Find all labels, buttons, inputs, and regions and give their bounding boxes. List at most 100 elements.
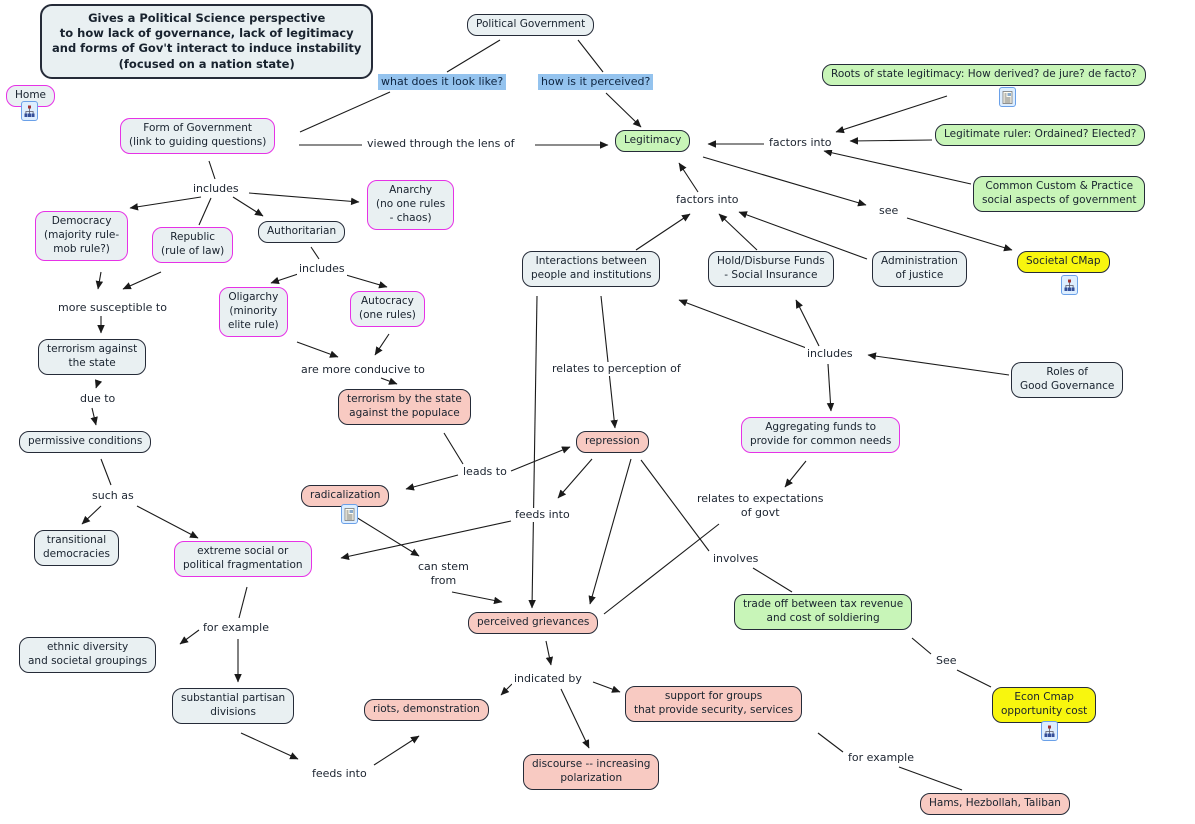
edge <box>956 669 992 688</box>
node-interactions[interactable]: Interactions between people and institut… <box>522 251 661 287</box>
node-hold-disburse-funds[interactable]: Hold/Disburse Funds - Social Insurance <box>708 251 834 287</box>
link-label-includes-authoritarian: includes <box>297 262 347 276</box>
node-ethnic-diversity[interactable]: ethnic diversity and societal groupings <box>19 637 157 673</box>
edge <box>784 460 807 488</box>
cmap-link-icon[interactable] <box>1061 275 1078 295</box>
link-label-feeds-into-mid: feeds into <box>513 508 572 522</box>
cmap-glyph <box>24 105 35 117</box>
link-label-see-societal: see <box>877 204 901 218</box>
link-label-more-susceptible: more susceptible to <box>56 301 169 315</box>
node-trade-off[interactable]: trade off between tax revenue and cost o… <box>734 594 913 630</box>
node-econ-cmap[interactable]: Econ Cmap opportunity cost <box>992 687 1097 723</box>
edge <box>122 271 162 290</box>
node-riots-demonstration[interactable]: riots, demonstration <box>364 699 489 721</box>
edge <box>380 377 398 385</box>
node-oligarchy[interactable]: Oligarchy (minority elite rule) <box>219 287 288 337</box>
edge <box>528 295 538 609</box>
edge <box>232 196 264 217</box>
node-autocracy[interactable]: Autocracy (one rules) <box>350 291 425 327</box>
edge <box>557 458 593 499</box>
edge <box>240 732 299 760</box>
link-label-includes-roles: includes <box>805 347 855 361</box>
edge <box>560 688 590 749</box>
edge <box>94 379 103 389</box>
node-roles-good-governance[interactable]: Roles of Good Governance <box>1011 362 1124 398</box>
cmap-glyph <box>1044 725 1055 737</box>
edge <box>817 732 844 753</box>
node-roots-legitimacy[interactable]: Roots of state legitimacy: How derived? … <box>822 64 1146 86</box>
node-authoritarian[interactable]: Authoritarian <box>258 221 346 243</box>
link-label-includes-forms: includes <box>191 182 241 196</box>
cmap-link-icon[interactable] <box>1041 721 1058 741</box>
node-aggregating-funds[interactable]: Aggregating funds to provide for common … <box>741 417 901 453</box>
node-home[interactable]: Home <box>6 85 56 107</box>
node-repression[interactable]: repression <box>576 431 649 453</box>
map-title: Gives a Political Science perspective to… <box>40 4 374 79</box>
edge <box>299 91 391 133</box>
node-societal-cmap[interactable]: Societal CMap <box>1017 251 1110 273</box>
node-anarchy[interactable]: Anarchy (no one rules - chaos) <box>367 180 455 230</box>
edge <box>198 197 212 226</box>
edge <box>823 149 972 185</box>
edge <box>446 39 501 73</box>
node-support-groups[interactable]: support for groups that provide security… <box>625 686 803 722</box>
link-label-feeds-into-bottom: feeds into <box>310 767 369 781</box>
link-label-are-more-conducive: are more conducive to <box>299 363 427 377</box>
link-label-indicated-by: indicated by <box>512 672 584 686</box>
link-label-viewed-lens: viewed through the lens of <box>365 137 517 151</box>
document-link-icon[interactable] <box>341 504 358 524</box>
link-label-involves: involves <box>711 552 761 566</box>
cmap-link-icon[interactable] <box>21 101 38 121</box>
node-hams-hezbollah-taliban[interactable]: Hams, Hezbollah, Taliban <box>920 793 1070 815</box>
edge <box>100 458 112 486</box>
node-administration-justice[interactable]: Administration of justice <box>872 251 967 287</box>
document-glyph <box>1002 90 1013 104</box>
edge <box>867 352 1010 376</box>
edge <box>136 505 199 539</box>
edge <box>752 567 793 593</box>
node-substantial-partisan[interactable]: substantial partisan divisions <box>172 688 295 724</box>
edge <box>702 156 867 207</box>
node-form-of-government[interactable]: Form of Government (link to guiding ques… <box>120 118 276 154</box>
edge <box>500 683 513 696</box>
edge <box>545 640 554 666</box>
node-terrorism-by-state[interactable]: terrorism by the state against the popul… <box>338 389 471 425</box>
edge <box>81 505 102 525</box>
document-glyph <box>344 507 355 521</box>
node-permissive-conditions[interactable]: permissive conditions <box>19 431 152 453</box>
edge <box>373 735 420 766</box>
document-link-icon[interactable] <box>999 87 1016 107</box>
node-republic[interactable]: Republic (rule of law) <box>152 227 234 263</box>
node-legitimate-ruler[interactable]: Legitimate ruler: Ordained? Elected? <box>935 124 1146 146</box>
node-political-government[interactable]: Political Government <box>467 14 595 36</box>
node-discourse-polarization[interactable]: discourse -- increasing polarization <box>523 754 660 790</box>
node-common-custom[interactable]: Common Custom & Practice social aspects … <box>973 176 1146 212</box>
edge <box>718 213 758 251</box>
edge <box>795 299 820 347</box>
node-democracy[interactable]: Democracy (majority rule- mob rule?) <box>35 211 129 261</box>
edge <box>588 458 632 605</box>
link-label-factors-into-center: factors into <box>674 193 741 207</box>
edge <box>635 213 691 251</box>
edge <box>90 407 98 426</box>
edge <box>340 520 512 560</box>
node-legitimacy[interactable]: Legitimacy <box>615 130 691 152</box>
edge <box>510 446 571 472</box>
edge <box>443 432 464 465</box>
edge <box>310 246 320 260</box>
edge <box>179 629 200 645</box>
node-transitional-democracies[interactable]: transitional democracies <box>34 530 119 566</box>
link-label-leads-to: leads to <box>461 465 509 479</box>
edge <box>129 196 202 211</box>
link-label-for-example-right: for example <box>846 751 916 765</box>
edge <box>640 459 710 552</box>
edge <box>678 299 810 350</box>
cmap-glyph <box>1064 279 1075 291</box>
node-extreme-fragmentation[interactable]: extreme social or political fragmentatio… <box>174 541 312 577</box>
node-perceived-grievances[interactable]: perceived grievances <box>468 612 599 634</box>
node-terrorism-against-state[interactable]: terrorism against the state <box>38 339 147 375</box>
link-label-can-stem-from: can stem from <box>416 560 471 588</box>
edge <box>374 333 390 356</box>
link-label-for-example-left: for example <box>201 621 271 635</box>
